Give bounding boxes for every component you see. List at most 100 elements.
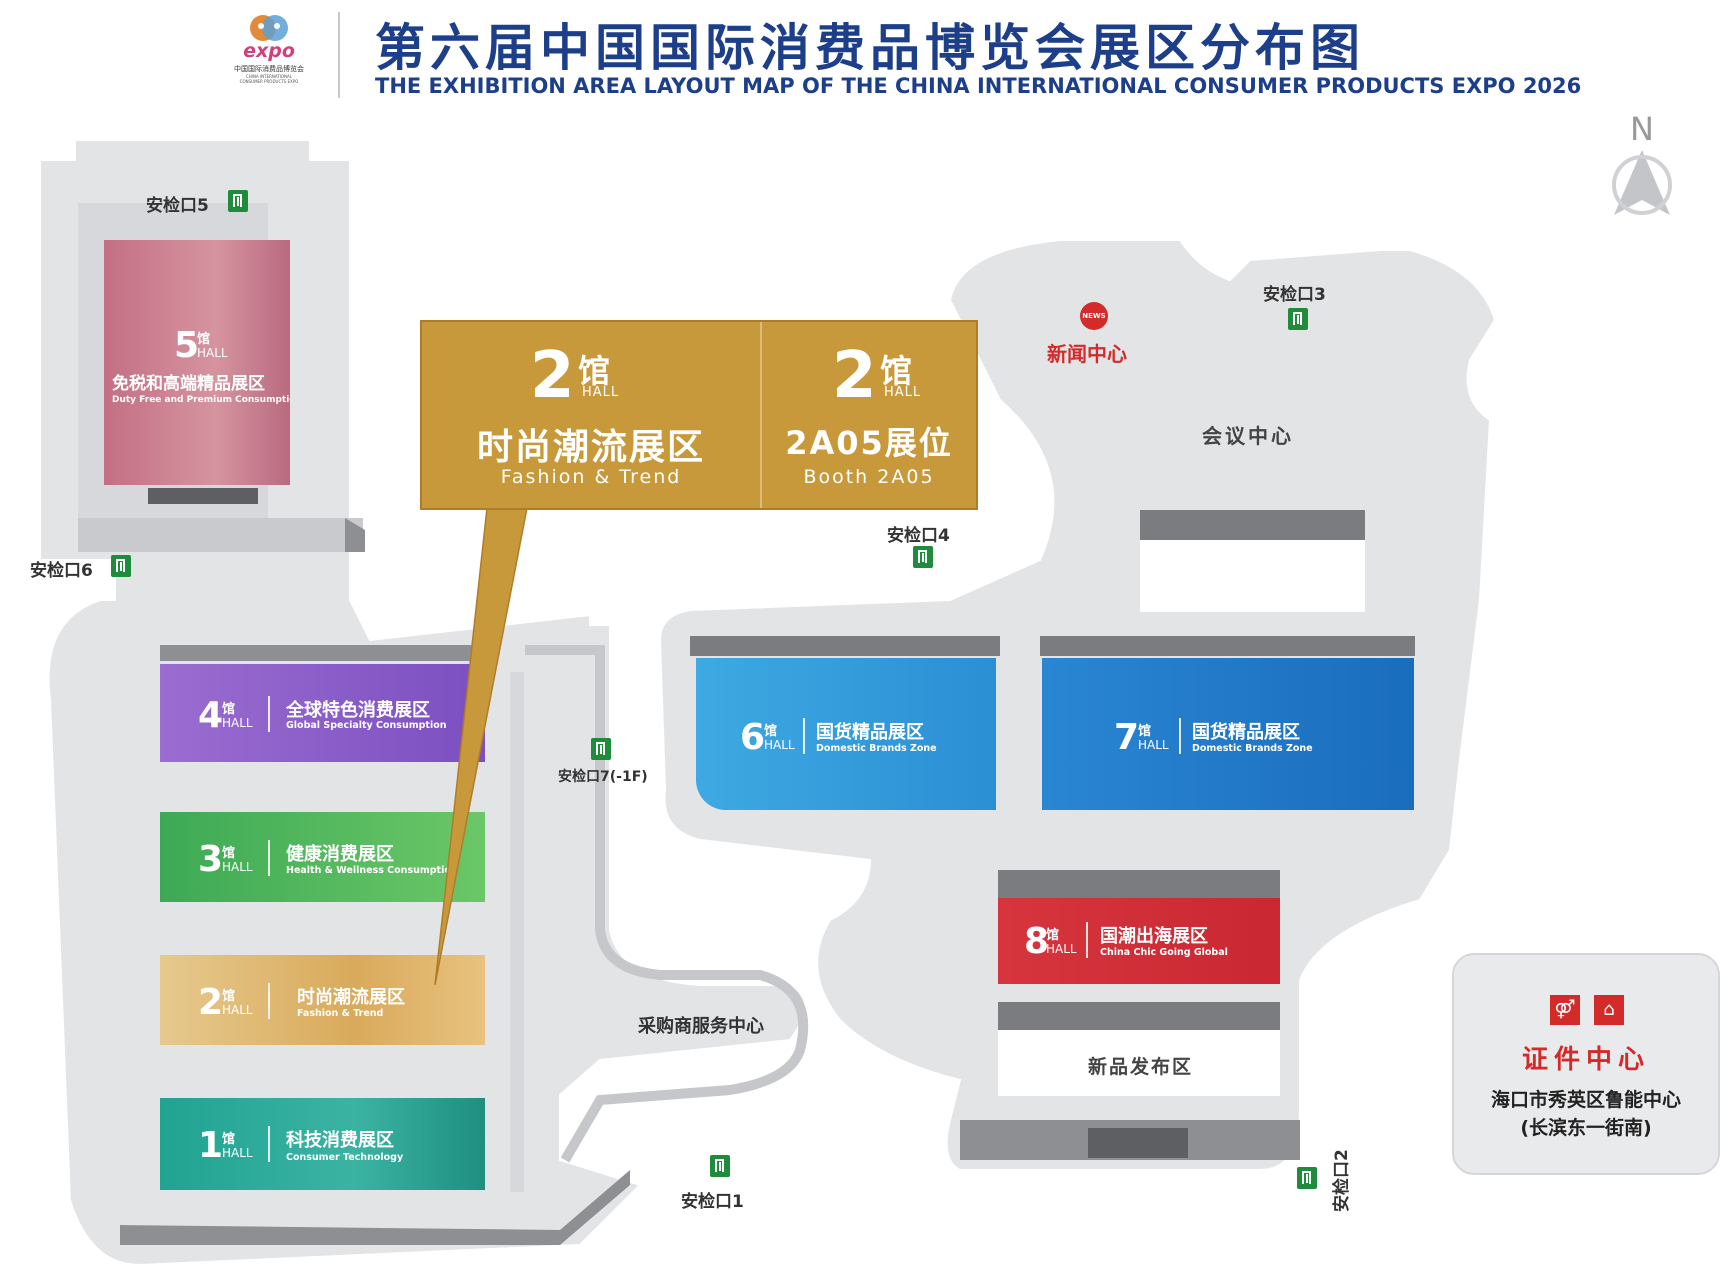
callout-zone-cn: 时尚潮流展区: [476, 427, 705, 468]
callout-hall-guan: 馆: [880, 352, 913, 390]
security-gate-icon: [111, 555, 131, 577]
hall-word: HALL: [764, 738, 795, 752]
logo-cn: 中国国际消费品博览会: [234, 65, 304, 73]
hall-zone-en: Domestic Brands Zone: [1192, 743, 1313, 754]
hall-5[interactable]: 5 馆 HALL 免税和高端精品展区 Duty Free and Premium…: [104, 240, 290, 485]
security-gate-icon: [913, 546, 933, 568]
checkpoint-6-label: 安检口6: [30, 561, 93, 581]
hall-divider: [268, 983, 270, 1019]
badge-icon: ⌂: [1594, 995, 1624, 1025]
certificate-center-address: 海口市秀英区鲁能中心: [1490, 1089, 1681, 1111]
header-divider: [338, 12, 340, 98]
hall-guan: 馆: [222, 846, 236, 861]
meeting-center-label: 会议中心: [1202, 424, 1294, 448]
hall-zone-cn: 全球特色消费展区: [286, 700, 430, 721]
hall-zone-cn: 国货精品展区: [1192, 722, 1300, 743]
hall-word: HALL: [1138, 738, 1169, 752]
hall-number: 2: [198, 982, 224, 1023]
hall-word: HALL: [1046, 942, 1077, 956]
callout-booth-cn: 2A05展位: [785, 424, 953, 462]
callout-zone-en: Fashion & Trend: [500, 466, 682, 488]
hall-guan: 馆: [1138, 724, 1152, 739]
hall-number: 8: [1024, 921, 1050, 962]
callout-hall-number: 2: [530, 339, 575, 413]
hall-zone-cn: 时尚潮流展区: [297, 987, 405, 1008]
security-gate-icon: [591, 738, 611, 760]
security-gate-icon: [710, 1155, 730, 1177]
hall-number: 7: [1114, 717, 1140, 758]
hall-1[interactable]: 1 馆 HALL 科技消费展区 Consumer Technology: [160, 1098, 485, 1190]
hall-guan: 馆: [222, 1132, 236, 1147]
hall-zone-cn: 免税和高端精品展区: [112, 374, 265, 394]
hall-6[interactable]: 6 馆 HALL 国货精品展区 Domestic Brands Zone: [696, 658, 996, 810]
hall-divider: [1179, 718, 1181, 754]
page-subtitle: THE EXHIBITION AREA LAYOUT MAP OF THE CH…: [375, 74, 1582, 98]
checkpoint-1-label: 安检口1: [681, 1192, 744, 1212]
hall-word: HALL: [222, 1003, 253, 1017]
hall-zone-cn: 国货精品展区: [816, 722, 924, 743]
hall-zone-en: Domestic Brands Zone: [816, 743, 937, 754]
hall-word: HALL: [222, 860, 253, 874]
hall-number: 4: [198, 695, 224, 736]
hall-divider: [803, 718, 805, 754]
callout-hall-word: HALL: [884, 385, 922, 400]
hall-7[interactable]: 7 馆 HALL 国货精品展区 Domestic Brands Zone: [1042, 658, 1414, 810]
news-center-label: 新闻中心: [1047, 342, 1127, 366]
hall-guan: 馆: [1046, 928, 1060, 943]
hall-word: HALL: [222, 716, 253, 730]
hall-guan: 馆: [222, 989, 236, 1004]
certificate-center-title: 证件中心: [1521, 1045, 1650, 1075]
hall-word: HALL: [222, 1146, 253, 1160]
hall-guan: 馆: [222, 702, 236, 717]
person-id-icon: ⚤: [1550, 995, 1580, 1025]
hall-zone-en: Global Specialty Consumption: [286, 720, 447, 731]
compass-north-label: N: [1630, 110, 1654, 148]
security-gate-icon: [228, 190, 248, 212]
hall-divider: [1086, 922, 1088, 958]
callout-hall-guan: 馆: [578, 352, 611, 390]
logo-emblem-icon: [250, 15, 288, 41]
hall-guan: 馆: [197, 332, 211, 347]
security-gate-icon: [1288, 308, 1308, 330]
news-icon: NEWS: [1080, 302, 1108, 330]
checkpoint-5-label: 安检口5: [146, 196, 209, 216]
hall-8[interactable]: 8 馆 HALL 国潮出海展区 China Chic Going Global: [998, 898, 1280, 984]
hall-zone-cn: 国潮出海展区: [1100, 926, 1208, 947]
buyer-service-center-label: 采购商服务中心: [638, 1016, 764, 1037]
hall-zone-en: Duty Free and Premium Consumption: [112, 395, 290, 405]
checkpoint-3-label: 安检口3: [1263, 285, 1326, 305]
hall-word: HALL: [197, 346, 228, 360]
security-gate-icon: [1297, 1167, 1317, 1189]
callout-booth-en: Booth 2A05: [803, 466, 935, 488]
page-title: 第六届中国国际消费品博览会展区分布图: [375, 19, 1365, 77]
hall-zone-en: Fashion & Trend: [297, 1008, 384, 1019]
product-launch-area-label: 新品发布区: [1088, 1056, 1194, 1078]
hall-zone-cn: 科技消费展区: [286, 1130, 394, 1151]
hall-number: 1: [198, 1125, 224, 1166]
hall-divider: [268, 1126, 270, 1162]
hall-2[interactable]: 2 馆 HALL 时尚潮流展区 Fashion & Trend: [160, 955, 485, 1045]
hall-4[interactable]: 4 馆 HALL 全球特色消费展区 Global Specialty Consu…: [160, 664, 485, 762]
checkpoint-4-label: 安检口4: [887, 526, 950, 546]
checkpoint-2-label: 安检口2: [1332, 1149, 1352, 1212]
logo-en-line2: CONSUMER PRODUCTS EXPO: [239, 79, 299, 84]
hall-zone-en: China Chic Going Global: [1100, 947, 1228, 958]
callout-zone-panel: 2 馆 HALL 时尚潮流展区 Fashion & Trend: [422, 322, 762, 508]
certificate-center[interactable]: ⚤ ⌂ 证件中心 海口市秀英区鲁能中心 (长滨东一街南): [1452, 953, 1720, 1175]
booth-callout[interactable]: 2 馆 HALL 时尚潮流展区 Fashion & Trend 2 馆 HALL…: [420, 320, 978, 510]
logo-word: expo: [243, 40, 295, 62]
hall-guan: 馆: [764, 724, 778, 739]
hall-3[interactable]: 3 馆 HALL 健康消费展区 Health & Wellness Consum…: [160, 812, 485, 902]
hall-zone-en: Consumer Technology: [286, 1152, 404, 1163]
callout-hall-number: 2: [832, 339, 877, 413]
hall-number: 5: [174, 325, 200, 366]
hall-zone-cn: 健康消费展区: [286, 844, 394, 865]
callout-hall-word: HALL: [582, 385, 620, 400]
logo-en-line1: CHINA INTERNATIONAL: [245, 74, 293, 79]
hall-number: 6: [740, 717, 766, 758]
expo-logo: expo 中国国际消费品博览会 CHINA INTERNATIONAL CONS…: [214, 8, 324, 103]
hall-divider: [268, 696, 270, 732]
hall-number: 3: [198, 839, 224, 880]
callout-booth-panel: 2 馆 HALL 2A05展位 Booth 2A05: [760, 322, 978, 508]
